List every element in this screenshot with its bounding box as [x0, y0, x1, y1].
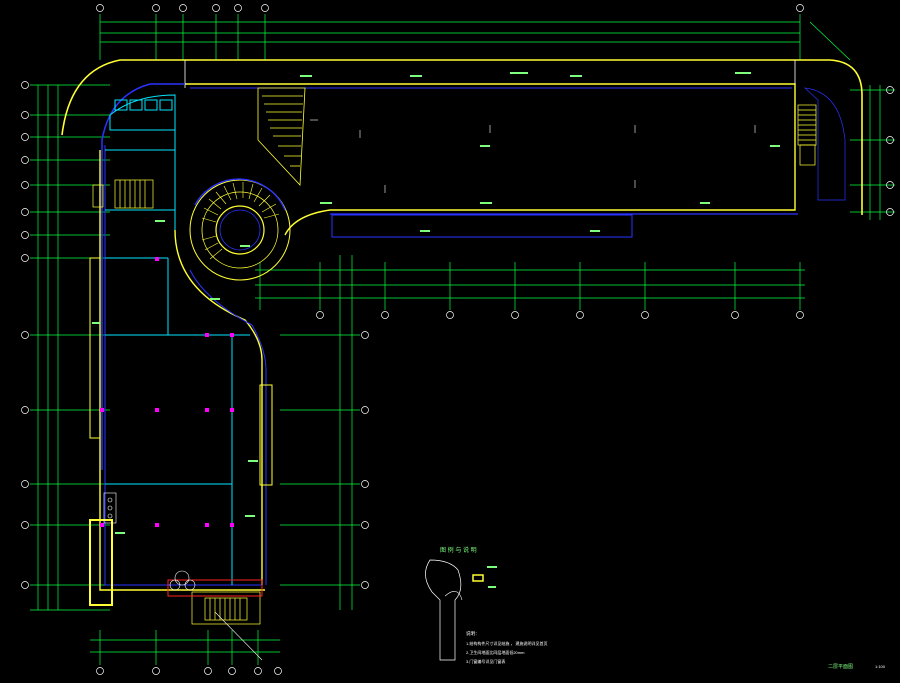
- west-stair: [92, 179, 154, 209]
- bottom-dimension-lines: [90, 630, 280, 665]
- top-dimension-lines: [99, 14, 851, 61]
- room-marks: [310, 119, 756, 193]
- drawing-scale: 1:100: [875, 664, 886, 669]
- legend-note-2: 2.卫生间地面比同层地面低20mm: [466, 649, 525, 655]
- section-marker: [167, 579, 263, 597]
- east-end-stair: [797, 87, 846, 201]
- toilet-fixtures: [103, 492, 117, 524]
- circular-stair: [189, 178, 291, 281]
- right-dimension-lines: [850, 85, 895, 220]
- legend-note-3: 3.门窗编号详见门窗表: [466, 658, 505, 664]
- right-axis-markers: [886, 86, 894, 216]
- mid-dimension-lines: [255, 262, 805, 310]
- northwest-curved-wall: [61, 59, 185, 470]
- structural-columns: [100, 257, 234, 527]
- south-wing-walls: [89, 145, 273, 606]
- south-wing-right-axis: [361, 331, 369, 589]
- top-axis-markers: [96, 4, 804, 12]
- interior-partitions: [105, 94, 250, 585]
- left-dimension-lines: [30, 84, 110, 611]
- south-wing-right-dimensions: [280, 255, 360, 610]
- entrance-canopy-shrubs: [169, 570, 196, 591]
- legend-note-heading: 说明：: [466, 630, 480, 637]
- drawing-title: 二层平面图: [828, 664, 853, 670]
- legend-block: 图 例 与 说 明 说明： 1.结构构件尺寸详见结施 ， 建施说明详见首页 2.…: [425, 546, 548, 664]
- bottom-axis-markers: [96, 667, 282, 675]
- legend-note-1: 1.结构构件尺寸详见结施 ， 建施说明详见首页: [466, 640, 548, 646]
- north-arrow-leader: [214, 611, 263, 661]
- left-axis-markers: [21, 81, 29, 589]
- legend-title: 图 例 与 说 明: [440, 546, 477, 554]
- south-entrance-stair: [191, 591, 261, 625]
- door-tags: [92, 72, 780, 534]
- mid-axis-markers: [316, 311, 804, 319]
- east-wing-stair: [257, 87, 306, 186]
